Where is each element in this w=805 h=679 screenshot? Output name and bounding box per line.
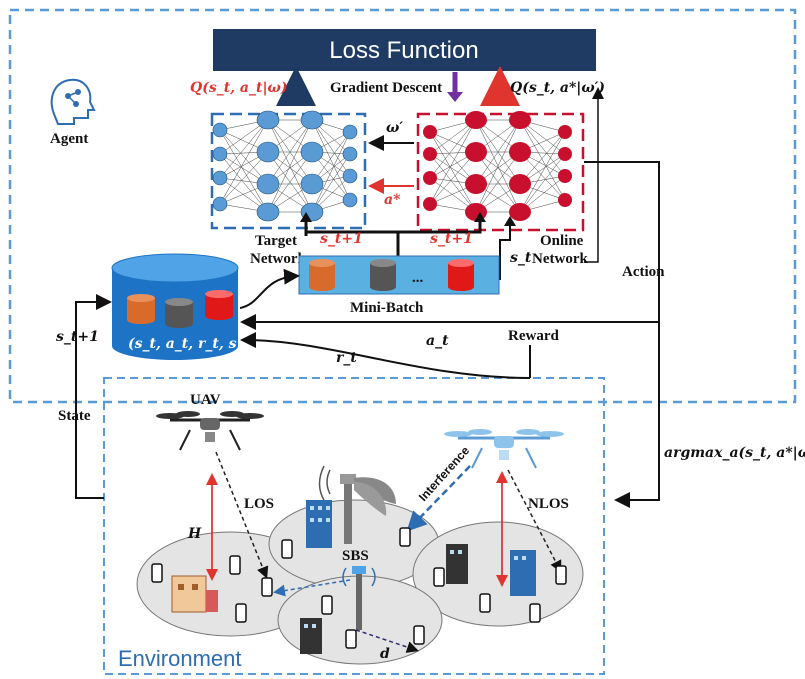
agent-boundary [8,8,797,404]
environment-label: Environment [118,646,242,671]
buffer-to-minibatch-arrow [239,268,300,309]
gradient-arrow-head [447,92,463,102]
uav-interference-icon [444,429,564,469]
distance-arrow [355,629,419,653]
sbs-user-link [273,579,351,597]
mini-batch-label: Mini-Batch [350,300,424,316]
target-network-box [210,112,367,230]
uav-icon [156,411,264,451]
to-online-arrow-line [398,222,482,234]
online-network-box [416,112,585,232]
action-line [584,161,660,322]
q-online-label: Q(s_t, a*|ω′) [510,80,605,96]
action-label: Action [622,264,665,280]
s-t-plus-1-right-label: s_t+1 [430,231,473,247]
nlos-link [507,469,562,573]
r-t-label: r_t [336,350,357,366]
center-tower-icon [342,566,376,630]
reward-label: Reward [508,328,559,344]
to-online-arrow-head [474,212,486,222]
uav-label: UAV [190,392,221,408]
r-t-arrow [240,332,531,379]
online-network-label-2: Network [532,251,588,267]
a-star-label: a* [384,192,401,208]
los-label: LOS [244,496,274,512]
nlos-label: NLOS [528,496,569,512]
sbs-tower-icon [318,465,396,544]
d-label: d [380,646,390,662]
q-target-label: Q(s_t, a_t|ω) [190,80,288,96]
environment-boundary [103,377,605,675]
user-device-icons [151,527,567,649]
s-t-arrow [499,224,511,280]
s-t-label: s_t [510,250,532,266]
state-arrow [75,294,112,499]
argmax-label: argmax_a(s_t, a*|ω) [664,445,805,461]
target-network-nodes [212,110,358,222]
h-label: H [187,526,202,542]
target-network-label-1: Target [255,233,297,249]
to-target-arrow-line [304,230,400,256]
sbs-label: SBS [342,548,369,564]
action-to-env-arrow [614,322,660,508]
interference-link [406,465,471,532]
replay-buffer [111,253,239,360]
target-network-label-2: Network [250,251,306,267]
agent-label: Agent [50,131,88,147]
replay-tuple-label: (s_t, a_t, r_t, s_t+1) [128,336,278,352]
gradient-descent-label: Gradient Descent [330,80,442,96]
s-t-plus-1-left-label: s_t+1 [320,231,363,247]
online-q-arrow [584,87,604,263]
los-link [215,451,269,579]
a-t-label: a_t [426,333,449,349]
interference-label: Interference [416,443,473,504]
mini-batch-cylinders [309,259,474,291]
online-network-nodes [423,111,572,221]
online-network-label-1: Online [540,233,584,249]
loss-function-label: Loss Function [329,37,478,64]
brain-head-icon [50,78,96,125]
s-t1-left-label: s_t+1 [56,329,99,345]
loss-function-box [213,29,596,71]
state-label: State [58,408,91,424]
to-target-arrow-head [300,212,312,222]
building-icons [171,500,536,654]
omega-prime-label: ω′ [386,120,403,136]
mini-batch-ellipsis: ... [412,270,424,286]
